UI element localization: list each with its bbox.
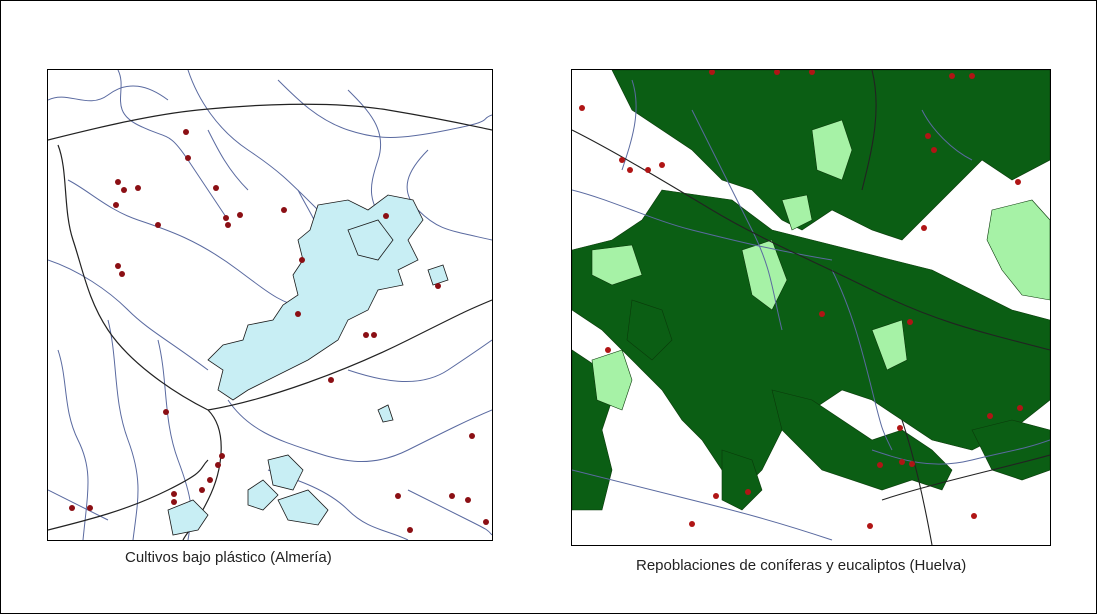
forest-dark-layer — [572, 70, 1050, 511]
rivers-layer-huelva — [572, 79, 1050, 541]
forest-light-layer — [591, 119, 1050, 411]
caption-huelva: Repoblaciones de coníferas y eucaliptos … — [636, 557, 967, 574]
roads-layer — [48, 103, 492, 540]
greenhouse-polygons — [167, 194, 449, 536]
map-almeria-canvas — [48, 70, 492, 540]
map-almeria — [47, 69, 493, 541]
map-huelva — [571, 69, 1051, 546]
sample-points-huelva — [579, 70, 1023, 529]
roads-layer-huelva — [572, 70, 1050, 545]
sample-points — [69, 129, 489, 533]
rivers-layer — [48, 70, 492, 540]
map-huelva-canvas — [572, 70, 1050, 545]
caption-almeria: Cultivos bajo plástico (Almería) — [125, 549, 332, 566]
